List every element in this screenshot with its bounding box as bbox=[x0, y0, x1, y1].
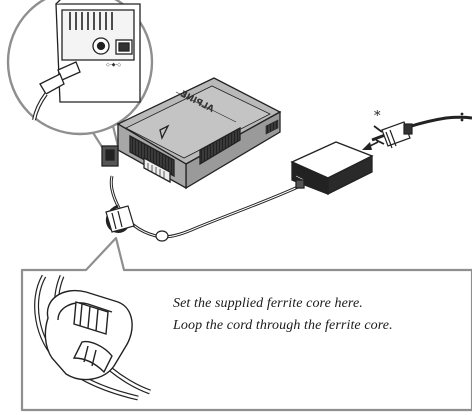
caption-line-2: Loop the cord through the ferrite core. bbox=[173, 318, 393, 334]
asterisk-mark: * bbox=[374, 109, 381, 124]
ac-plug: * bbox=[362, 109, 463, 150]
svg-text:◇-◆-◇: ◇-◆-◇ bbox=[106, 62, 121, 68]
caption-line-1: Set the supplied ferrite core here. bbox=[173, 296, 363, 312]
ac-adapter bbox=[292, 142, 372, 194]
ferrite-core-on-cable bbox=[106, 206, 168, 241]
